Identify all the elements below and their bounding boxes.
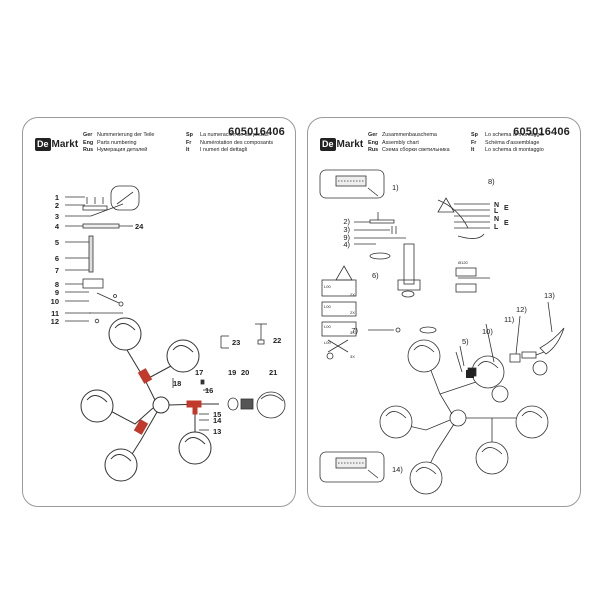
part-number: 6 xyxy=(55,254,59,263)
part-number: 1 xyxy=(55,193,59,202)
lamp-label: L00 xyxy=(324,304,331,309)
title-text: La numeración de las piezas xyxy=(200,132,269,138)
part-number: 12 xyxy=(51,317,59,326)
logo-prefix: De xyxy=(35,138,51,151)
parts-diagram: 1 2 3 4 5 6 7 8 9 10 11 12 13 14 15 16 1… xyxy=(51,185,286,482)
part-number: 14 xyxy=(213,416,222,425)
part-number: 17 xyxy=(195,368,203,377)
assembly-diagram: 1) 2) 3) 4) 5) 6) 7) 8) 9) 10) 11) 12) 1… xyxy=(319,169,565,495)
title-text: Lo schema di montaggio xyxy=(485,132,544,138)
part-number: 24 xyxy=(135,222,144,231)
part-number: 7 xyxy=(55,266,59,275)
step-count: 2X xyxy=(350,310,355,315)
step-label: 11) xyxy=(504,315,515,324)
step-label: 12) xyxy=(516,305,527,314)
part-number: 3 xyxy=(55,212,59,221)
part-number: 5 xyxy=(55,238,59,247)
wire-label: L xyxy=(494,208,499,215)
part-number: 4 xyxy=(55,222,60,231)
step-label: 5) xyxy=(462,337,469,346)
logo-name: Markt xyxy=(336,139,364,150)
brand-logo: De Markt xyxy=(35,138,78,151)
title-text: Assembly chart xyxy=(382,139,419,146)
part-number: 8 xyxy=(55,280,59,289)
step-label: 9) xyxy=(343,233,350,242)
step-label: 1) xyxy=(392,183,399,192)
title-text: Nummerierung der Teile xyxy=(97,132,155,138)
step-label: 8) xyxy=(488,177,495,186)
wire-label: E xyxy=(504,220,509,227)
part-number: 21 xyxy=(269,368,277,377)
title-text: Zusammenbauschema xyxy=(382,132,437,138)
part-number: 13 xyxy=(213,427,221,436)
part-number: 9 xyxy=(55,288,59,297)
brand-logo: De Markt xyxy=(320,138,363,151)
step-count: 2X xyxy=(350,292,355,297)
title-text: Нумерация деталей xyxy=(97,147,148,154)
part-number: 23 xyxy=(232,338,240,347)
part-number: 19 xyxy=(228,368,236,377)
title-text: Lo schema di montaggio xyxy=(485,147,544,154)
wire-label: N xyxy=(494,202,499,209)
step-label: 10) xyxy=(482,327,493,336)
wire-label: N xyxy=(494,216,499,223)
part-number: 2 xyxy=(55,201,59,210)
wire-label: L xyxy=(494,224,499,231)
dimension-label: Ø120 xyxy=(458,260,469,265)
step-label: 7) xyxy=(351,326,358,335)
part-number: 16 xyxy=(205,386,213,395)
step-count: 3X xyxy=(350,330,355,335)
logo-prefix: De xyxy=(320,138,336,151)
step-count: 3X xyxy=(350,354,355,359)
part-number: 15 xyxy=(213,410,221,419)
logo-name: Markt xyxy=(51,139,79,150)
part-number: 10 xyxy=(51,297,59,306)
title-text: Parts numbering xyxy=(97,139,137,146)
title-text: Numérotation des composants xyxy=(200,139,274,146)
step-label: 13) xyxy=(544,291,555,300)
lamp-label: L00 xyxy=(324,340,331,345)
step-label: 14) xyxy=(392,465,403,474)
title-text: I numeri del dettagli xyxy=(200,147,248,154)
part-number: 20 xyxy=(241,368,249,377)
lamp-label: L00 xyxy=(324,324,331,329)
part-number: 22 xyxy=(273,336,281,345)
title-text: Schéma d'assemblage xyxy=(485,139,540,146)
step-label: 4) xyxy=(343,240,350,249)
title-text: Схема сборки светильника xyxy=(382,147,450,154)
part-number: 18 xyxy=(173,379,181,388)
step-label: 6) xyxy=(372,271,379,280)
step-label: 3) xyxy=(343,225,350,234)
wire-label: E xyxy=(504,205,509,212)
part-number: 11 xyxy=(51,309,59,318)
product-code: 605016406 xyxy=(513,126,570,138)
lamp-label: L00 xyxy=(324,284,331,289)
product-code: 605016406 xyxy=(228,126,285,138)
step-label: 2) xyxy=(343,217,350,226)
